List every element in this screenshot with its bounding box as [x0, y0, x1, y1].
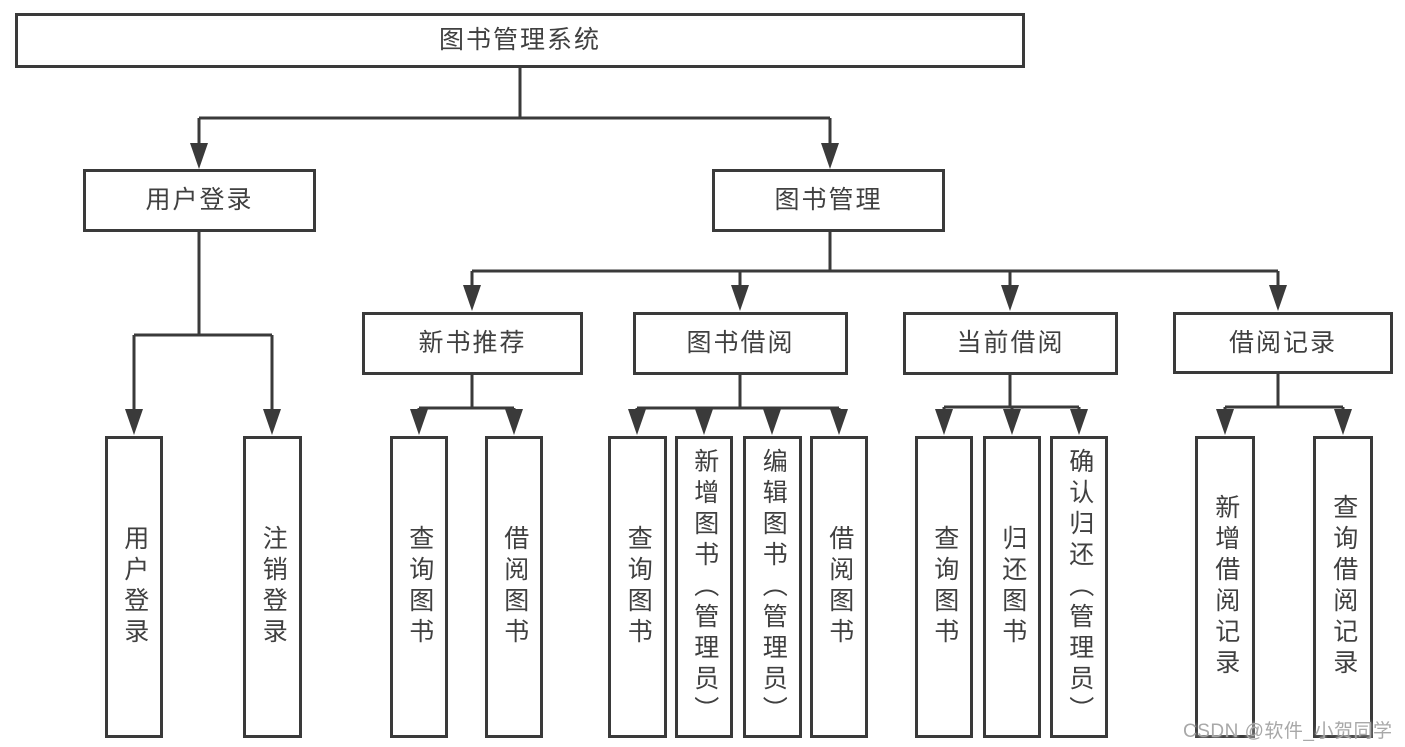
leaf-borrow-books-recommend: 借阅图书	[485, 436, 543, 738]
leaf-logout: 注销登录	[243, 436, 302, 738]
node-label: 注销登录	[259, 525, 288, 649]
node-label: 查询借阅记录	[1329, 494, 1358, 680]
node-label: 归还图书	[998, 525, 1027, 649]
node-label: 新书推荐	[418, 329, 527, 357]
leaf-add-borrow-record: 新增借阅记录	[1195, 436, 1255, 738]
node-label: 用户登录	[120, 525, 149, 649]
node-borrow-records: 借阅记录	[1173, 312, 1393, 374]
node-label: 当前借阅	[956, 329, 1065, 357]
node-book-borrowing: 图书借阅	[633, 312, 848, 375]
node-label: 查询图书	[624, 525, 653, 649]
leaf-user-login: 用户登录	[105, 436, 163, 738]
node-label: 图书管理系统	[438, 26, 601, 54]
node-label: 新增图书（管理员）	[690, 447, 719, 727]
leaf-edit-book-admin: 编辑图书（管理员）	[743, 436, 802, 738]
leaf-add-book-admin: 新增图书（管理员）	[675, 436, 733, 738]
node-label: 新增借阅记录	[1211, 494, 1240, 680]
node-label: 用户登录	[145, 186, 254, 214]
node-new-book-recommend: 新书推荐	[362, 312, 583, 375]
leaf-query-borrow-record: 查询借阅记录	[1313, 436, 1373, 738]
node-label: 图书借阅	[686, 329, 795, 357]
node-label: 查询图书	[930, 525, 959, 649]
node-current-borrowing: 当前借阅	[903, 312, 1118, 375]
node-label: 借阅记录	[1228, 328, 1337, 357]
leaf-query-books-current: 查询图书	[915, 436, 973, 738]
leaf-borrow-books: 借阅图书	[810, 436, 868, 738]
leaf-confirm-return-admin: 确认归还（管理员）	[1050, 436, 1108, 738]
leaf-return-books: 归还图书	[983, 436, 1041, 738]
node-label: 编辑图书（管理员）	[759, 447, 788, 727]
leaf-query-books-borrow: 查询图书	[608, 436, 667, 738]
node-user-login: 用户登录	[83, 169, 316, 232]
leaf-query-books-recommend: 查询图书	[390, 436, 448, 738]
node-label: 查询图书	[405, 525, 434, 649]
csdn-watermark: CSDN @软件_小贺同学	[1183, 721, 1393, 742]
node-root-library-system: 图书管理系统	[15, 13, 1025, 68]
node-book-management: 图书管理	[712, 169, 945, 232]
node-label: 确认归还（管理员）	[1065, 447, 1094, 727]
node-label: 图书管理	[774, 186, 883, 214]
node-label: 借阅图书	[500, 525, 529, 649]
node-label: 借阅图书	[825, 525, 854, 649]
